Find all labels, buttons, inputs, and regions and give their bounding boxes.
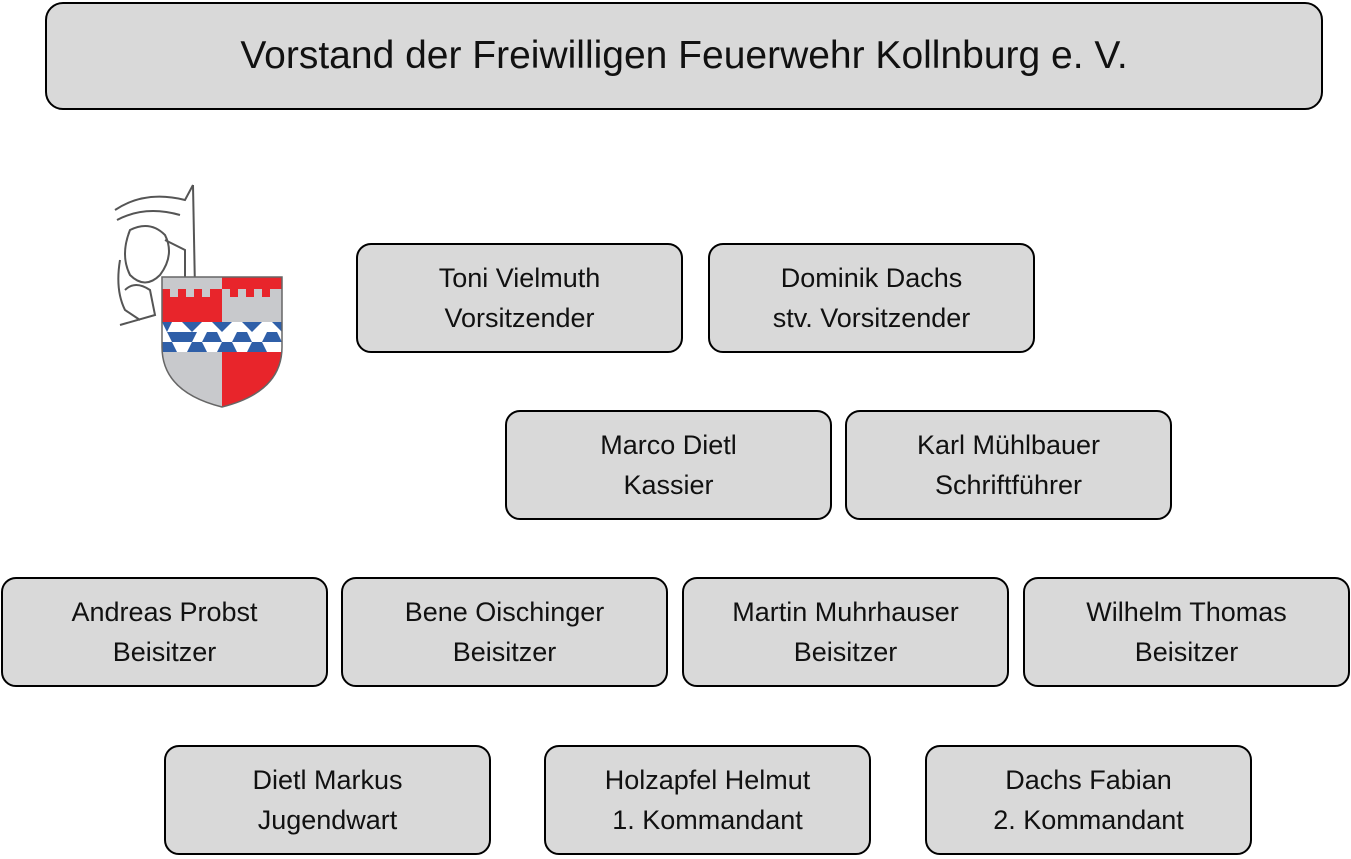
member-name: Toni Vielmuth — [438, 263, 601, 293]
member-box: Holzapfel Helmut 1. Kommandant — [544, 745, 871, 855]
member-name: Dietl Markus — [252, 765, 403, 795]
member-role: Beisitzer — [793, 637, 898, 667]
member-name: Dachs Fabian — [1005, 765, 1172, 795]
coat-of-arms-logo — [114, 184, 283, 408]
member-name: Holzapfel Helmut — [604, 765, 811, 795]
member-name: Bene Oischinger — [404, 597, 605, 627]
member-role: 2. Kommandant — [993, 805, 1184, 835]
member-role: Beisitzer — [1134, 637, 1239, 667]
member-role: Jugendwart — [257, 805, 398, 835]
member-name: Marco Dietl — [600, 430, 737, 460]
member-box: Dachs Fabian 2. Kommandant — [925, 745, 1252, 855]
member-name: Andreas Probst — [71, 597, 258, 627]
member-name: Wilhelm Thomas — [1086, 597, 1287, 627]
member-box: Dominik Dachs stv. Vorsitzender — [708, 243, 1035, 353]
member-role: stv. Vorsitzender — [772, 303, 971, 333]
member-name: Karl Mühlbauer — [916, 430, 1101, 460]
member-role: Kassier — [623, 470, 714, 500]
member-name: Martin Muhrhauser — [732, 597, 959, 627]
member-role: 1. Kommandant — [612, 805, 803, 835]
member-role: Schriftführer — [934, 470, 1083, 500]
page-title: Vorstand der Freiwilligen Feuerwehr Koll… — [45, 2, 1323, 110]
shield — [161, 276, 283, 408]
member-role: Vorsitzender — [444, 303, 595, 333]
member-name: Dominik Dachs — [780, 263, 963, 293]
member-role: Beisitzer — [112, 637, 217, 667]
member-role: Beisitzer — [452, 637, 557, 667]
saint-florian-figure — [114, 184, 196, 326]
title-text: Vorstand der Freiwilligen Feuerwehr Koll… — [240, 34, 1128, 77]
